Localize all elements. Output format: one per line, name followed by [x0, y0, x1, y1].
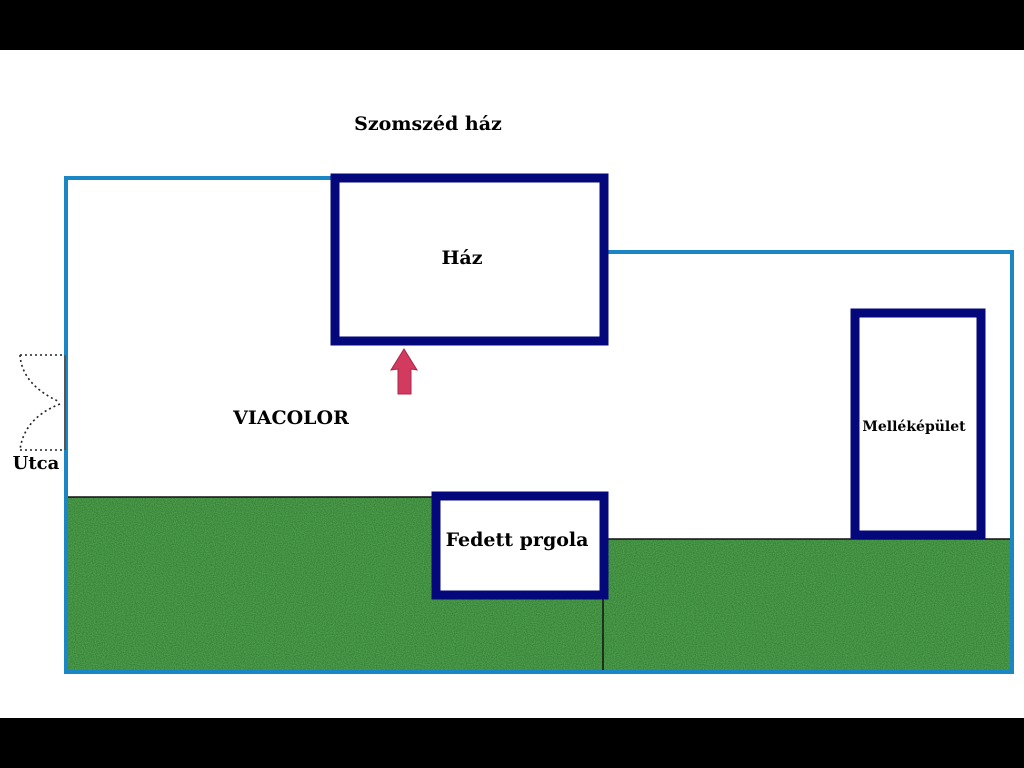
house-building — [330, 173, 609, 346]
house-label: Ház — [441, 247, 482, 269]
gate-icon — [19, 354, 64, 451]
top-letterbox-bar — [0, 0, 1024, 50]
arrow-up-icon — [390, 348, 419, 395]
covered-pergola — [431, 491, 609, 600]
outbuilding-label: Melléképület — [862, 419, 966, 435]
neighbor-house-label: Szomszéd ház — [354, 113, 502, 135]
paving-label: VIACOLOR — [232, 407, 349, 429]
lawn-right-texture — [604, 539, 1011, 670]
street-label: Utca — [13, 453, 60, 474]
outbuilding — [850, 308, 986, 540]
property-boundary — [64, 176, 1014, 674]
bottom-letterbox-bar — [0, 718, 1024, 768]
pergola-label: Fedett prgola — [446, 529, 589, 551]
